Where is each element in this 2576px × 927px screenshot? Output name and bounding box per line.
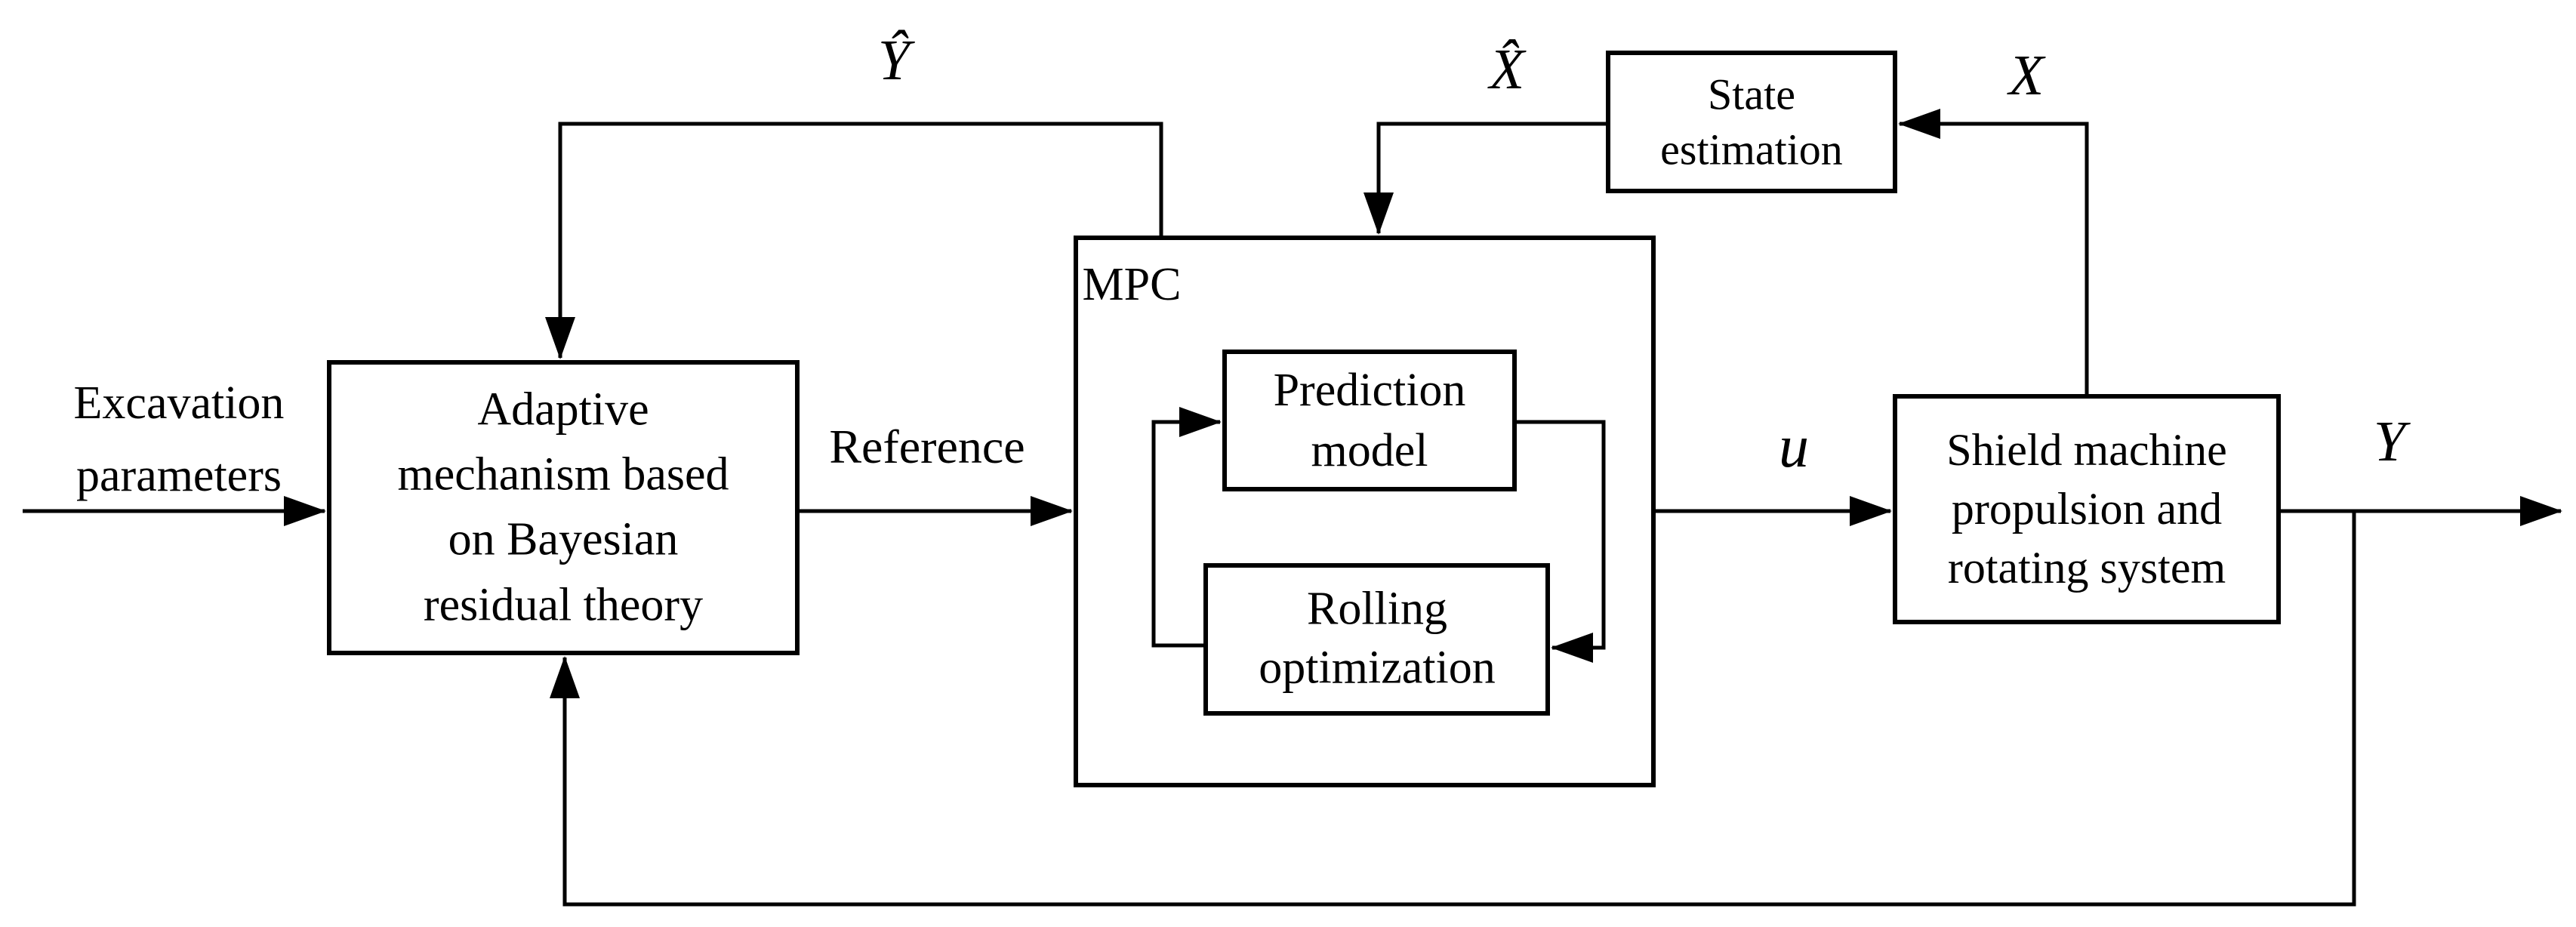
- line-y-feedback-bottom: [550, 511, 2356, 907]
- line-prediction-to-rolling: [1514, 420, 1606, 663]
- yhat-signal-label: Ŷ: [877, 29, 911, 92]
- rolling-optimization-label: Rolling optimization: [1259, 583, 1496, 694]
- mpc-label: MPC: [1082, 259, 1182, 311]
- line-xhat-to-mpc: [1363, 122, 1608, 235]
- u-signal-label: u: [1779, 414, 1809, 480]
- box-rolling-optimization: [1203, 563, 1550, 716]
- reference-label: Reference: [829, 419, 1025, 473]
- xhat-signal-label: X̂: [1489, 38, 1525, 101]
- line-yhat-feedback: [545, 122, 1163, 359]
- prediction-model-label: Prediction model: [1273, 365, 1466, 476]
- x-signal-label: X: [2008, 44, 2044, 107]
- line-rolling-to-prediction: [1151, 407, 1222, 648]
- excavation-parameters-label: Excavation parameters: [73, 377, 285, 501]
- adaptive-mechanism-label: Adaptive mechanism based on Bayesian res…: [397, 383, 729, 631]
- y-signal-label: Y: [2373, 410, 2406, 473]
- state-estimation-label: State estimation: [1660, 69, 1843, 174]
- shield-machine-label: Shield machine propulsion and rotating s…: [1946, 425, 2227, 593]
- line-x-to-state-estimation: [1898, 109, 2089, 396]
- box-mpc: [1074, 236, 1656, 787]
- box-adaptive-mechanism: [327, 360, 800, 655]
